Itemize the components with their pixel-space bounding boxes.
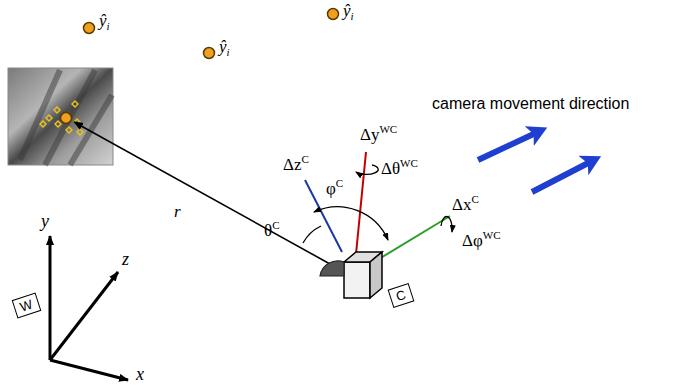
axis-label: ΔyWC (360, 126, 397, 143)
rotation-label: ΔθWC (381, 160, 418, 177)
feature-label: ŷi (343, 2, 354, 19)
box-letter: C (394, 287, 408, 304)
frame-box: W (12, 293, 42, 319)
axis-name: z (122, 250, 129, 268)
camera-box: C (388, 283, 415, 308)
feature-label: ŷi (219, 38, 230, 55)
axis-name: x (136, 365, 144, 383)
angle-label: θC (264, 222, 280, 239)
axis-label: ΔzC (283, 156, 309, 173)
axis-label: ΔxC (452, 196, 479, 213)
feature-label: ŷi (99, 12, 110, 29)
angle-label: φC (326, 180, 343, 197)
axis-name: y (41, 212, 49, 230)
range-label: r (174, 203, 181, 220)
motion-label: camera movement direction (432, 96, 629, 112)
box-letter: W (18, 297, 34, 315)
rotation-label: ΔφWC (462, 232, 500, 249)
